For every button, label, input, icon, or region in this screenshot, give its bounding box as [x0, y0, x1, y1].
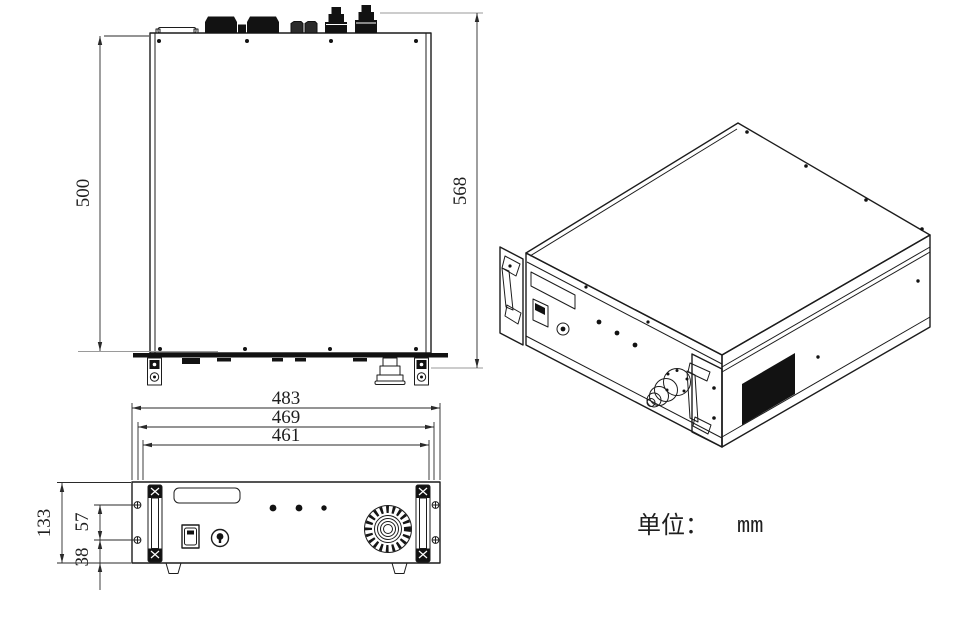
iso-display-window [530, 271, 576, 310]
rear-port-b [304, 21, 318, 34]
round-connector-1 [325, 7, 347, 33]
isometric-view [499, 122, 931, 448]
dsub-connector-1 [205, 16, 237, 33]
front-flange-screws [133, 501, 440, 544]
front-view [131, 481, 441, 574]
round-connector-2 [355, 5, 377, 33]
dsub-connector-2 [247, 16, 279, 33]
front-height-dim: 133 [34, 509, 55, 538]
rack-ear-left-top-view [147, 357, 162, 386]
rear-small-port [238, 24, 246, 33]
overall-depth-dim: 568 [450, 177, 471, 206]
iso-rack-ear-left [499, 246, 524, 346]
display-window [173, 487, 241, 504]
iso-status-leds [596, 319, 638, 348]
front-width-inner-dim: 461 [272, 425, 301, 446]
top-view [133, 5, 448, 386]
iso-power-switch [532, 298, 549, 328]
unit-note-label: 单位： [637, 512, 709, 539]
front-panel [131, 481, 441, 564]
iso-handle-left-top [501, 255, 521, 277]
unit-note: 单位： mm [637, 512, 763, 539]
front-mid-dim: 57 [72, 513, 93, 532]
iso-key-switch [556, 322, 570, 336]
top-view-body [149, 32, 432, 354]
vent-grille [742, 353, 795, 425]
rack-ear-right-top-view [414, 357, 429, 386]
iso-rack-ear-right [686, 353, 723, 448]
front-width-outer-dim: 483 [272, 388, 301, 409]
handle-right [415, 484, 431, 563]
top-view-front-flange [133, 353, 448, 358]
rear-bracket [157, 27, 197, 34]
fiber-connector-front [364, 505, 412, 553]
front-bottom-dim: 38 [72, 548, 93, 567]
fiber-connector-top-view [374, 357, 406, 385]
unit-note-value: mm [737, 514, 763, 539]
status-leds [269, 504, 327, 512]
dimensions: 500 568 483 469 461 133 5 [34, 12, 483, 590]
iso-handle-right-bottom [692, 416, 712, 435]
front-width-mid-dim: 469 [272, 407, 301, 428]
handle-left [147, 484, 163, 563]
top-view-screws [157, 39, 418, 43]
power-switch [181, 524, 200, 549]
iso-handle-left-bottom [504, 304, 522, 325]
iso-fiber-connector [646, 368, 691, 408]
foot-left [165, 562, 182, 574]
key-switch [210, 528, 230, 548]
iso-top-screws [745, 130, 924, 231]
top-view-depth-dim: 500 [73, 179, 94, 208]
top-view-display-edge [182, 358, 200, 364]
iso-handle-right-top [687, 362, 711, 382]
rear-connectors [155, 5, 377, 34]
rear-port-a [290, 21, 304, 34]
iso-top-face [525, 122, 931, 356]
foot-right [391, 562, 408, 574]
top-view-flange-screws [158, 347, 418, 351]
